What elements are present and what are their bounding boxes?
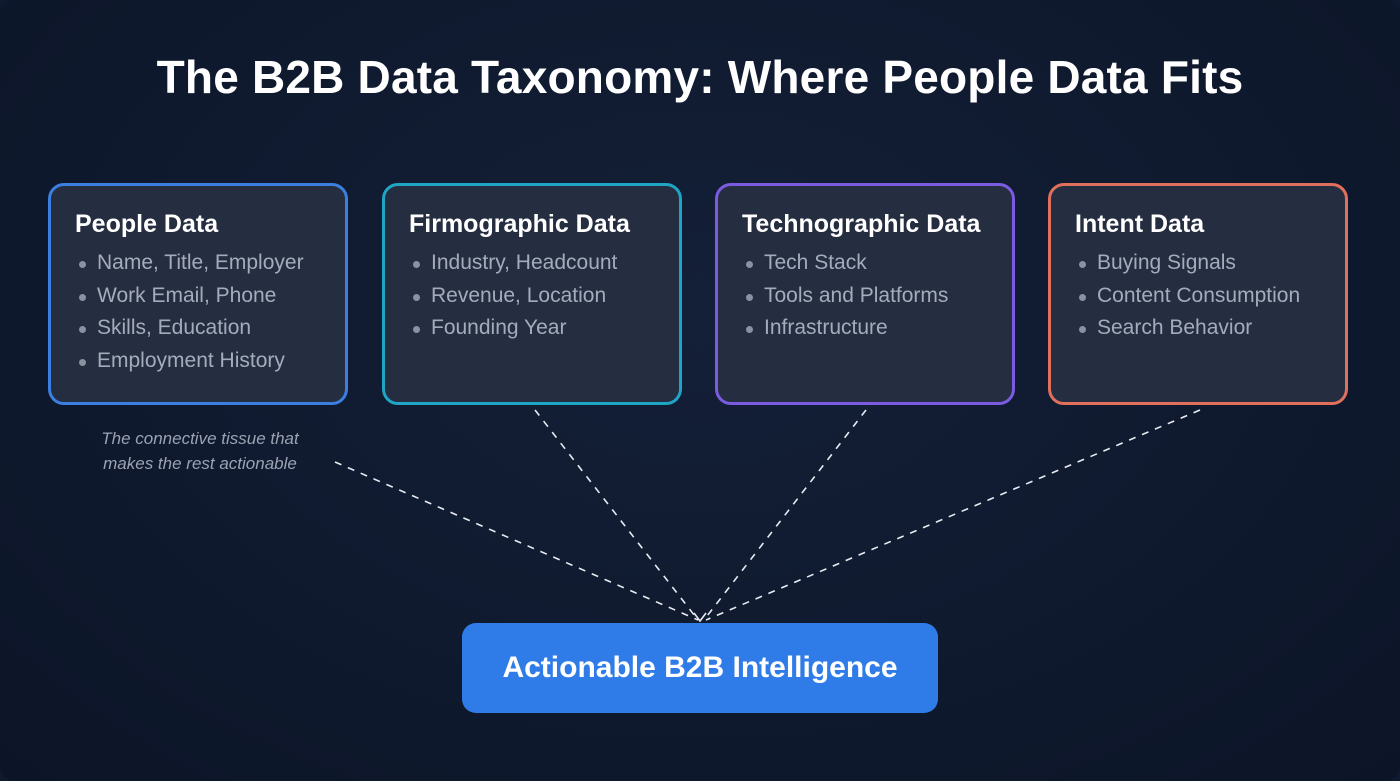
list-item: Search Behavior	[1075, 312, 1345, 345]
card-heading: Firmographic Data	[409, 210, 630, 238]
card-list: Buying Signals Content Consumption Searc…	[1075, 247, 1345, 345]
list-item: Infrastructure	[742, 312, 1012, 345]
list-item: Tools and Platforms	[742, 280, 1012, 313]
caption-line: The connective tissue that	[101, 429, 299, 448]
card-list: Tech Stack Tools and Platforms Infrastru…	[742, 247, 1012, 345]
card-intent-data: Intent Data Buying Signals Content Consu…	[1048, 183, 1348, 405]
list-item: Skills, Education	[75, 312, 345, 345]
card-heading: People Data	[75, 210, 219, 238]
list-item: Buying Signals	[1075, 247, 1345, 280]
card-technographic-data: Technographic Data Tech Stack Tools and …	[715, 183, 1015, 405]
connector-technographic	[703, 409, 867, 621]
list-item: Tech Stack	[742, 247, 1012, 280]
card-people-data: People Data Name, Title, Employer Work E…	[48, 183, 348, 405]
arrowhead-icon	[693, 612, 707, 623]
list-item: Work Email, Phone	[75, 280, 345, 313]
card-heading: Intent Data	[1075, 210, 1205, 238]
actionable-intelligence-box: Actionable B2B Intelligence	[462, 623, 938, 713]
list-item: Employment History	[75, 345, 345, 378]
list-item: Name, Title, Employer	[75, 247, 345, 280]
connector-intent	[705, 409, 1201, 621]
card-list: Name, Title, Employer Work Email, Phone …	[75, 247, 345, 377]
list-item: Founding Year	[409, 312, 679, 345]
connector-people	[334, 461, 699, 621]
connector-firmographic	[534, 409, 699, 621]
caption-line: makes the rest actionable	[103, 454, 297, 473]
people-data-caption: The connective tissue that makes the res…	[60, 426, 340, 476]
card-firmographic-data: Firmographic Data Industry, Headcount Re…	[382, 183, 682, 405]
card-list: Industry, Headcount Revenue, Location Fo…	[409, 247, 679, 345]
card-heading: Technographic Data	[742, 210, 981, 238]
list-item: Revenue, Location	[409, 280, 679, 313]
list-item: Content Consumption	[1075, 280, 1345, 313]
list-item: Industry, Headcount	[409, 247, 679, 280]
page-title: The B2B Data Taxonomy: Where People Data…	[156, 51, 1244, 103]
